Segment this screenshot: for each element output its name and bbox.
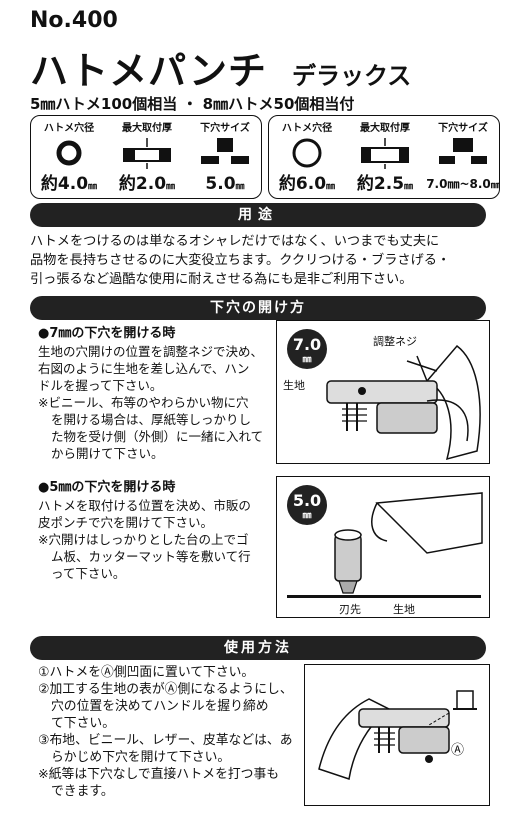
punch-tool-with-hand-image — [326, 344, 481, 461]
product-title: ハトメパンチ — [30, 49, 268, 93]
badge-5mm: 5.0 ㎜ — [287, 485, 327, 525]
spec-value: 約2.0 — [118, 174, 167, 194]
eyelet-ring-icon — [292, 138, 322, 168]
spec-unit: ㎜ — [404, 182, 414, 192]
case5-line: 皮ポンチで穴を開けて下さい。 — [38, 515, 214, 530]
eyelet-ring-icon — [56, 140, 82, 166]
spec-unit: ㎜ — [490, 181, 500, 191]
spec-value: 5.0 — [205, 174, 236, 194]
label-blade-tip: 刃先 — [339, 603, 361, 616]
case5-note-line: って下さい。 — [51, 566, 126, 581]
note-cont: できます。 — [51, 784, 114, 799]
pilot-hole-heading: 下穴の開け方 — [30, 296, 486, 320]
step-2-cont: 穴の位置を決めてハンドルを握り締め — [51, 699, 269, 714]
case5-note-line: ム板、カッターマット等を敷いて行 — [51, 549, 251, 564]
case5-illustration: 5.0 ㎜ 刃先 生地 — [276, 476, 490, 618]
step-3-cont: らかじめ下穴を開けて下さい。 — [51, 750, 231, 765]
label-fabric: 生地 — [393, 603, 415, 616]
usage-text: ハトメをつけるのは単なるオシャレだけではなく、いつまでも丈夫に 品物を長持ちさせ… — [30, 232, 500, 289]
spec-max-thickness: 最大取付厚 約2.0㎜ — [109, 116, 185, 198]
spec-unit: ㎜ — [235, 182, 245, 192]
spec-value: 約4.0 — [40, 174, 89, 194]
step-3: ③布地、ビニール、レザー、皮革などは、あ — [38, 733, 293, 748]
product-subtitle: デラックス — [292, 62, 412, 90]
fabric-line — [287, 595, 481, 598]
usage-line: ハトメをつけるのは単なるオシャレだけではなく、いつまでも丈夫に — [30, 234, 440, 249]
case5-note-line: ※穴開けはしっかりとした台の上でゴ — [38, 532, 249, 547]
label-side-a: Ⓐ — [451, 743, 465, 758]
spec-label: ハトメ穴径 — [43, 123, 95, 134]
case5-section: ●5㎜の下穴を開ける時 ハトメを取付ける位置を決め、市販の 皮ポンチで穴を開けて… — [38, 476, 273, 582]
case7-note-line: を開ける場合は、厚紙等しっかりし — [51, 412, 252, 427]
how-to-use-steps: ①ハトメをⒶ側凹面に置いて下さい。 ②加工する生地の表がⒶ側になるようにし、 穴… — [38, 664, 300, 800]
case7-section: ●7㎜の下穴を開ける時 生地の穴開けの位置を調整ネジで決め、 右図のように生地を… — [38, 322, 273, 462]
label-fabric: 生地 — [283, 379, 305, 392]
case7-note-line: た物を受け側（外側）に一緒に入れて — [51, 429, 264, 444]
spec-box-large: ハトメ穴径 約6.0㎜ 最大取付厚 約2.5㎜ 下穴サイズ 7.0㎜~8.0㎜ — [268, 115, 500, 199]
step-2: ②加工する生地の表がⒶ側になるようにし、 — [38, 682, 293, 697]
spec-label: 最大取付厚 — [360, 123, 410, 134]
spec-pilot-hole: 下穴サイズ 5.0㎜ — [187, 116, 263, 198]
spec-unit: ㎜ — [88, 182, 98, 192]
step-2-cont: て下さい。 — [51, 716, 115, 731]
spec-box-small: ハトメ穴径 約4.0㎜ 最大取付厚 約2.0㎜ 下穴サイズ 5.0㎜ — [30, 115, 262, 199]
model-number: No.400 — [30, 8, 118, 33]
how-to-use-illustration: Ⓐ — [304, 664, 490, 806]
spec-hole-diameter: ハトメ穴径 約6.0㎜ — [269, 116, 345, 198]
case7-line: 生地の穴開けの位置を調整ネジで決め、 — [38, 344, 264, 359]
case7-line: 右図のように生地を差し込んで、ハン — [38, 361, 250, 376]
case5-title: ●5㎜の下穴を開ける時 — [38, 480, 176, 495]
step-1: ①ハトメをⒶ側凹面に置いて下さい。 — [38, 665, 255, 680]
spec-label: ハトメ穴径 — [281, 123, 333, 134]
leather-punch-image — [334, 492, 483, 594]
spec-value: 7.0㎜~8.0 — [426, 177, 491, 191]
spec-hole-diameter: ハトメ穴径 約4.0㎜ — [31, 116, 107, 198]
spec-label: 最大取付厚 — [122, 123, 172, 134]
note: ※紙等は下穴なしで直接ハトメを打つ事も — [38, 767, 280, 782]
case7-note-line: ※ビニール、布等のやわらかい物に穴 — [38, 395, 249, 410]
badge-7mm: 7.0 ㎜ — [287, 329, 327, 369]
spec-max-thickness: 最大取付厚 約2.5㎜ — [347, 116, 423, 198]
usage-line: 品物を長持ちさせるのに大変役立ちます。ククリつける・ブラさげる・ — [30, 253, 451, 268]
spec-pilot-hole: 下穴サイズ 7.0㎜~8.0㎜ — [425, 116, 501, 198]
pilot-hole-icon — [439, 138, 487, 164]
case5-line: ハトメを取付ける位置を決め、市販の — [38, 498, 251, 513]
case7-line: ドルを握って下さい。 — [38, 378, 163, 393]
spec-label: 下穴サイズ — [438, 123, 488, 134]
eyelet-setting-image — [318, 690, 477, 780]
spec-value: 約6.0 — [278, 174, 327, 194]
tagline: 5㎜ハトメ100個相当 ・ 8㎜ハトメ50個相当付 — [30, 95, 355, 113]
spec-label: 下穴サイズ — [200, 123, 250, 134]
thickness-icon — [123, 138, 171, 169]
case7-title: ●7㎜の下穴を開ける時 — [38, 326, 176, 341]
usage-heading: 用途 — [30, 203, 486, 227]
label-adjust-screw: 調整ネジ — [373, 335, 417, 348]
how-to-use-heading: 使用方法 — [30, 636, 486, 660]
spec-unit: ㎜ — [166, 182, 176, 192]
case7-note-line: から開けて下さい。 — [51, 446, 164, 461]
spec-unit: ㎜ — [326, 182, 336, 192]
spec-value: 約2.5 — [356, 174, 405, 194]
thickness-icon — [361, 138, 409, 169]
pilot-hole-icon — [201, 138, 249, 164]
case7-illustration: 7.0 ㎜ 調整ネジ 生地 — [276, 320, 490, 464]
usage-line: 引っ張るなど過酷な使用に耐えさせる為にも是非ご利用下さい。 — [30, 272, 413, 287]
